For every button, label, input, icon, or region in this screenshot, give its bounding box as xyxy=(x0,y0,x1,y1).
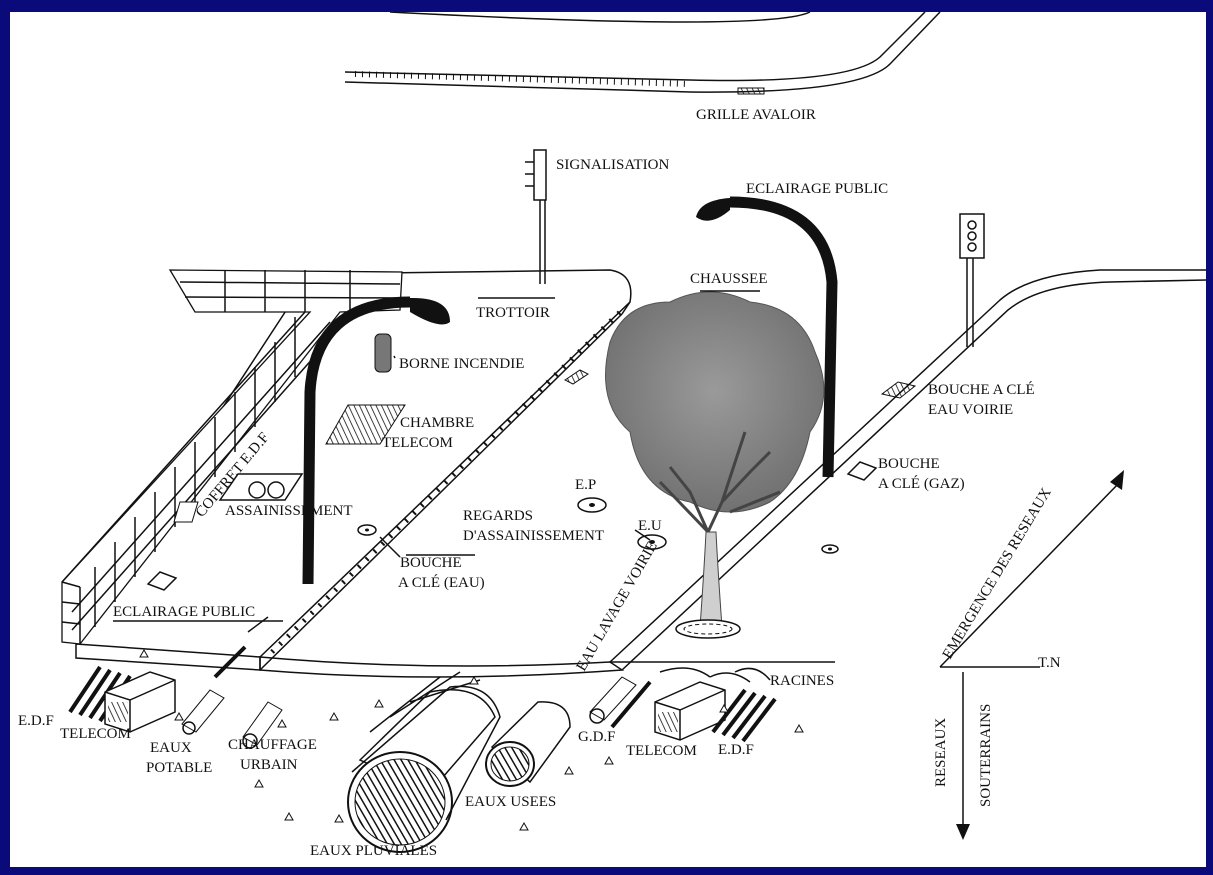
label-regards-1: REGARDS xyxy=(463,508,533,524)
label-bouche-eau-2: A CLÉ (EAU) xyxy=(398,574,485,591)
label-borne-incendie: BORNE INCENDIE xyxy=(399,356,524,372)
label-trottoir: TROTTOIR xyxy=(476,305,550,321)
label-racines: RACINES xyxy=(770,673,834,689)
street-networks-diagram: GRILLE AVALOIR SIGNALISATION ECLAIRAGE P… xyxy=(10,12,1206,867)
label-eaux-pluviales: EAUX PLUVIALES xyxy=(310,843,437,859)
label-assainissement: ASSAINISSEMENT xyxy=(225,503,353,519)
label-emergence: EMERGENCE DES RESEAUX xyxy=(940,485,1055,662)
label-edf-right: E.D.F xyxy=(718,742,754,758)
brick-wall xyxy=(62,270,402,644)
water-valve-cover xyxy=(882,382,915,398)
traffic-light-right xyxy=(960,214,984,347)
label-bouche-eau-voirie-2: EAU VOIRIE xyxy=(928,402,1013,418)
grille-avaloir-grate xyxy=(738,88,764,94)
label-eaux-potable-1: EAUX xyxy=(150,740,192,756)
label-eau-lavage-voirie: EAU LAVAGE VOIRIE xyxy=(574,539,661,674)
diamond-cover-left xyxy=(148,572,176,590)
top-curb xyxy=(345,12,940,94)
label-signalisation: SIGNALISATION xyxy=(556,157,669,173)
manholes xyxy=(358,498,838,553)
label-telecom-left: TELECOM xyxy=(60,726,131,742)
diagram-frame: GRILLE AVALOIR SIGNALISATION ECLAIRAGE P… xyxy=(10,12,1206,867)
label-bouche-gaz-2: A CLÉ (GAZ) xyxy=(878,475,965,492)
label-eaux-usees: EAUX USEES xyxy=(465,794,556,810)
label-bouche-eau-voirie-1: BOUCHE A CLÉ xyxy=(928,381,1035,398)
label-regards-2: D'ASSAINISSEMENT xyxy=(463,528,604,544)
label-telecom-right: TELECOM xyxy=(626,743,697,759)
tree xyxy=(606,292,824,638)
fire-hydrant xyxy=(375,334,391,372)
signal-pole xyxy=(525,150,546,284)
label-eclairage-public-bottom: ECLAIRAGE PUBLIC xyxy=(113,604,255,620)
label-chauffage-1: CHAUFFAGE xyxy=(228,737,317,753)
label-chaussee: CHAUSSEE xyxy=(690,271,768,287)
label-eaux-potable-2: POTABLE xyxy=(146,760,212,776)
label-bouche-gaz-1: BOUCHE xyxy=(878,456,940,472)
label-chambre-1: CHAMBRE xyxy=(400,415,474,431)
gas-valve-cover xyxy=(848,462,876,480)
label-chauffage-2: URBAIN xyxy=(240,757,298,773)
label-ep: E.P xyxy=(575,477,596,493)
label-edf-left: E.D.F xyxy=(18,713,54,729)
label-grille-avaloir: GRILLE AVALOIR xyxy=(696,107,816,123)
label-souterrains: SOUTERRAINS xyxy=(978,704,994,807)
label-bouche-eau-1: BOUCHE xyxy=(400,555,462,571)
label-eu: E.U xyxy=(638,518,662,534)
label-reseaux: RESEAUX xyxy=(933,718,949,787)
label-tn: T.N xyxy=(1038,655,1061,671)
label-chambre-2: TELECOM xyxy=(382,435,453,451)
label-eclairage-public-top: ECLAIRAGE PUBLIC xyxy=(746,181,888,197)
sidewalk-grate xyxy=(565,370,588,384)
label-gdf: G.D.F xyxy=(578,729,616,745)
